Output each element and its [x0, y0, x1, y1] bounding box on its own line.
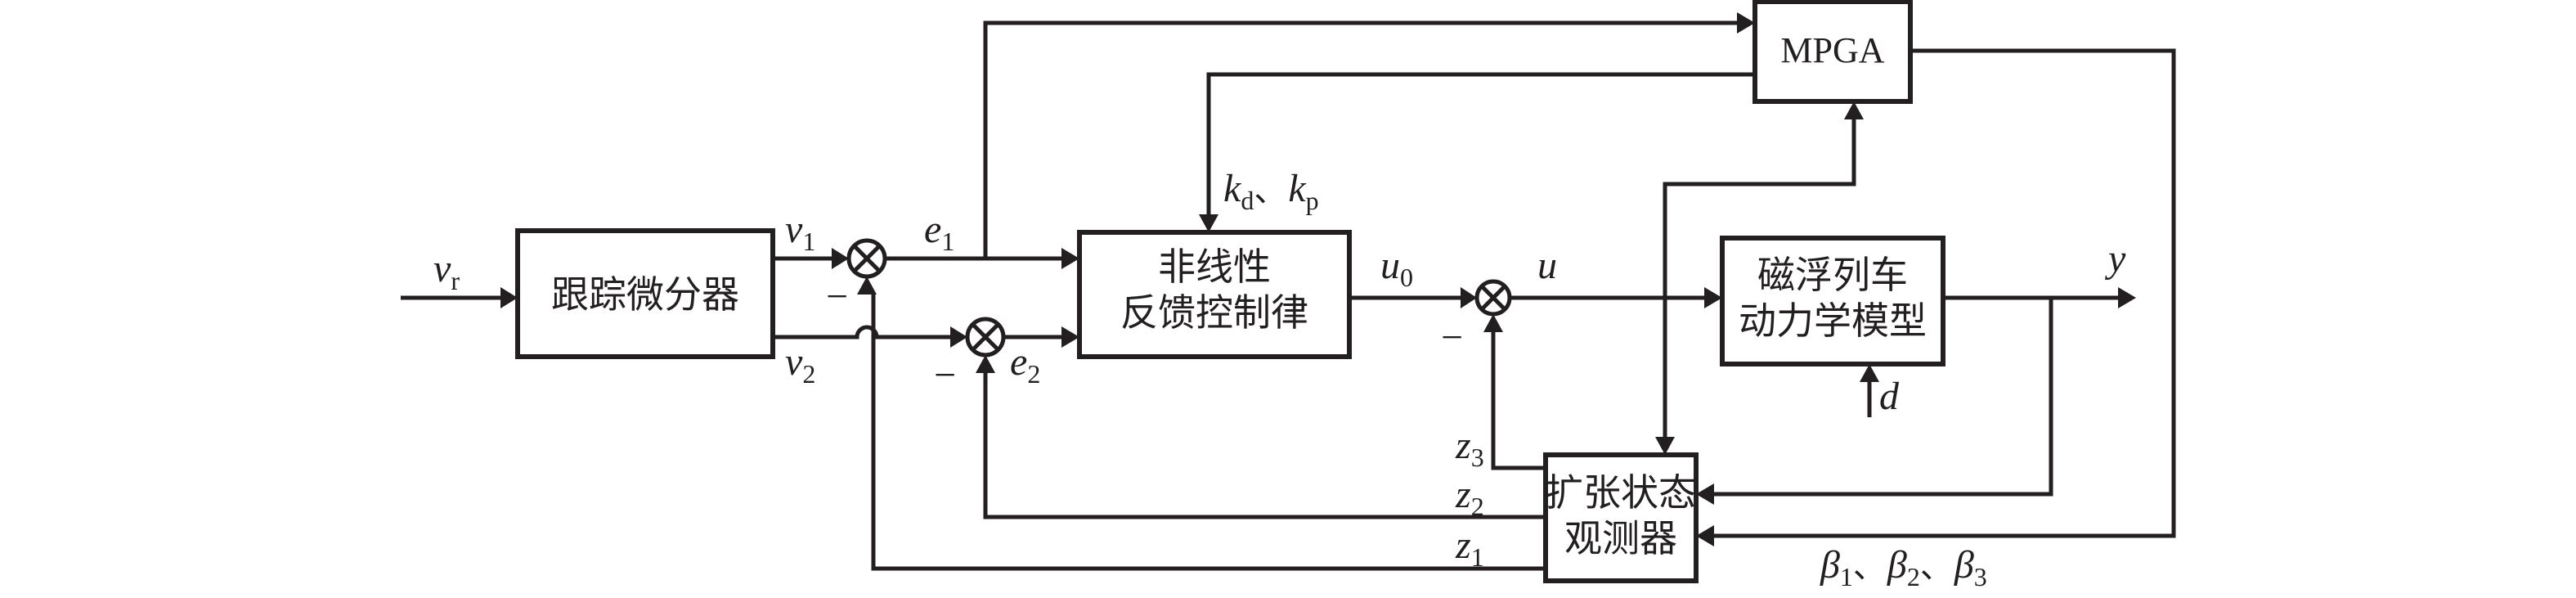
arrowhead-z3: [1483, 314, 1503, 332]
wire-mpga-to-nlf: [1206, 72, 1755, 218]
tracking-differentiator-label: 跟踪微分器: [551, 272, 739, 317]
arrowhead-d: [1860, 364, 1879, 382]
maglev-model-label-line2: 动力学模型: [1739, 299, 1927, 343]
mpga-label: MPGA: [1780, 30, 1884, 70]
wire-v2: [773, 325, 957, 339]
sum-junction-1: [846, 238, 887, 279]
minus-sign-sum3: −: [1441, 316, 1463, 359]
wire-z3: [1491, 330, 1546, 470]
wire-y-to-eso: [1712, 298, 2053, 497]
label-d: d: [1879, 375, 1900, 418]
arrowhead-v2: [950, 326, 967, 348]
label-y: y: [2104, 237, 2126, 281]
arrowhead-u: [1704, 287, 1722, 308]
maglev-model-block: 磁浮列车 动力学模型: [1720, 236, 1945, 366]
eso-block: 扩张状态 观测器: [1543, 452, 1699, 583]
arrowhead-vr: [500, 287, 518, 308]
wire-mpga-to-eso: [1712, 48, 2176, 538]
wire-u-to-mpga: [1663, 119, 1856, 440]
label-z2: z2: [1455, 473, 1484, 521]
label-v1: v1: [785, 208, 815, 256]
arrowhead-e1: [1061, 248, 1079, 269]
label-e1: e1: [924, 208, 954, 256]
wire-z2: [983, 371, 1546, 519]
arrowhead-z1: [857, 277, 877, 295]
label-z1: z1: [1455, 524, 1484, 572]
mpga-block: MPGA: [1752, 0, 1913, 104]
sum-junction-3: [1474, 279, 1512, 317]
sum-junction-2: [965, 317, 1006, 357]
arrowhead-mpga-in: [1737, 12, 1755, 34]
eso-label-line1: 扩张状态: [1546, 470, 1696, 515]
label-v2: v2: [785, 340, 815, 389]
label-betas: β1、β2、β3: [1820, 543, 1987, 591]
label-u: u: [1537, 244, 1557, 287]
arrowhead-eso-top: [1655, 437, 1675, 455]
arrowhead-e2: [1061, 326, 1079, 348]
wire-e1-to-mpga: [983, 20, 1739, 259]
nonlinear-feedback-block: 非线性 反馈控制律: [1077, 230, 1352, 359]
tracking-differentiator-block: 跟踪微分器: [515, 228, 775, 359]
minus-sign-sum2: −: [934, 353, 956, 397]
arrowhead-v1: [832, 248, 849, 269]
nonlinear-feedback-label-line2: 反馈控制律: [1120, 290, 1308, 335]
eso-label-line2: 观测器: [1564, 516, 1677, 560]
label-kd-kp: kd、kp: [1223, 167, 1319, 215]
arrowhead-z2: [976, 355, 995, 373]
label-e2: e2: [1010, 340, 1040, 389]
maglev-model-label-line1: 磁浮列车: [1757, 253, 1908, 297]
arrowhead-y: [2118, 287, 2136, 308]
label-z3: z3: [1455, 424, 1484, 472]
arrowhead-eso-y: [1696, 483, 1714, 505]
arrowhead-eso-beta: [1696, 525, 1714, 546]
arrowhead-mpga-bottom: [1844, 101, 1864, 119]
label-u0: u0: [1380, 244, 1413, 292]
nonlinear-feedback-label-line1: 非线性: [1158, 245, 1271, 289]
arrowhead-kdkp: [1199, 214, 1218, 232]
arrowhead-u0: [1461, 287, 1477, 308]
label-vr: vr: [433, 247, 460, 295]
wire-z1: [871, 293, 1546, 571]
minus-sign-sum1: −: [826, 275, 848, 318]
